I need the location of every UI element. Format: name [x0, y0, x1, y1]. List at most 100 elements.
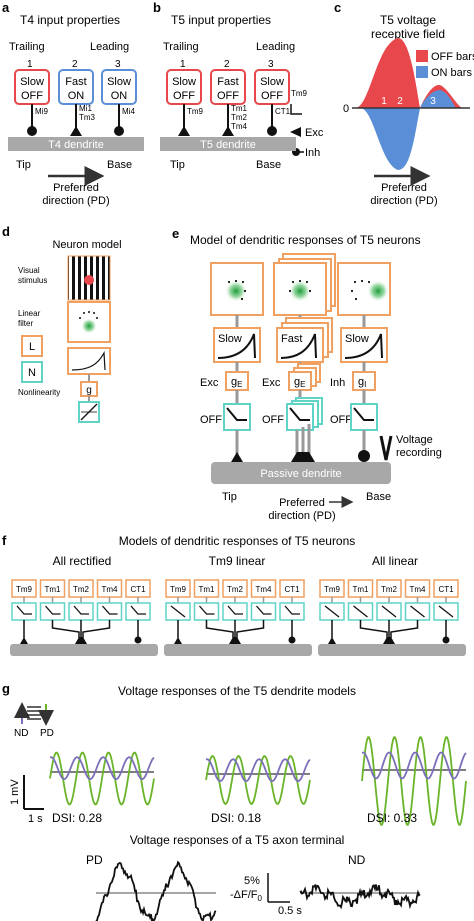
excitatory-synapse-icon [222, 126, 234, 136]
panel-b-title: T5 input properties [171, 13, 271, 27]
position-number: 2 [224, 59, 230, 70]
exc-legend: Exc [305, 127, 324, 139]
time-scale-label: 0.5 s [278, 905, 302, 917]
t4-dendrite [8, 137, 144, 151]
input-neuron-label: CT1 [275, 107, 291, 116]
dsi-label: DSI: 0.18 [211, 811, 261, 825]
linear-icon [353, 605, 368, 618]
pd-label: PD [40, 728, 54, 739]
input-box-line2: OFF [173, 90, 195, 102]
excitatory-synapse-icon [174, 637, 182, 644]
synapse-type-label: Inh [330, 377, 345, 389]
nd-label: ND [14, 728, 28, 739]
rectifier-icon [226, 407, 247, 421]
peak-label: 3 [430, 96, 436, 107]
temporal-filter-icon [71, 350, 106, 371]
input-label: CT1 [284, 585, 300, 594]
panel-a-title: T4 input properties [20, 13, 120, 27]
nd-calcium-trace [299, 883, 421, 910]
position-number: 3 [115, 59, 121, 70]
panel-g: g Voltage responses of the T5 dendrite m… [2, 681, 467, 921]
panel-f: f Models of dendritic responses of T5 ne… [2, 533, 466, 656]
on-negative-lobe [360, 108, 420, 170]
pd-label-line1: Preferred [279, 497, 325, 509]
nonlinearity-box [39, 602, 66, 621]
peak-label: 1 [381, 96, 387, 107]
nonlinearity-box [222, 602, 248, 621]
leading-label: Leading [90, 41, 129, 53]
input-neuron-label: Mi9 [35, 107, 48, 116]
input-box-line1: Fast [217, 76, 238, 88]
peak-label: 2 [397, 96, 403, 107]
excitatory-synapse-icon [178, 126, 190, 136]
t5-dendrite [160, 137, 296, 151]
input-neuron-label: Mi4 [122, 107, 135, 116]
position-number: 1 [27, 59, 33, 70]
voltage-traces [49, 736, 467, 826]
input-label: Tm4 [410, 585, 427, 594]
linear-box [21, 335, 43, 357]
rectifier-icon [73, 605, 89, 615]
conductance-label: gE [294, 376, 305, 389]
rectifier-icon [284, 605, 300, 615]
base-label: Base [256, 159, 281, 171]
excitatory-synapse-icon [20, 637, 28, 644]
input-box-line2: ON [68, 90, 85, 102]
pd-voltage-trace [49, 751, 155, 806]
on-legend-label: ON bars [431, 67, 472, 79]
temporal-filter-icon [344, 333, 383, 359]
rectifier-icon [227, 605, 243, 615]
panel-letter-d: d [2, 224, 10, 239]
off-label: OFF [262, 414, 284, 426]
dendrite [10, 644, 158, 656]
panel-letter-g: g [2, 681, 10, 696]
off-label: OFF [200, 414, 222, 426]
pd-voltage-trace [361, 736, 467, 826]
nonlinearity-box [279, 602, 305, 621]
rectifier-icon [256, 605, 272, 615]
panel-f-title: Models of dendritic responses of T5 neur… [119, 534, 356, 548]
nonlinearity-box [250, 602, 277, 621]
excitatory-synapse-icon [291, 452, 315, 462]
pd-calcium-trace [95, 860, 217, 921]
receptive-field-marker [84, 275, 94, 285]
input-label: Tm9 [170, 585, 187, 594]
temporal-filter-box [340, 327, 388, 363]
linear-icon [170, 605, 186, 618]
excitatory-synapse-icon [229, 637, 241, 644]
excitatory-synapse-icon [383, 637, 395, 644]
panel-c: c T5 voltage receptive field OFF bars ON… [334, 0, 474, 207]
panel-e: e Model of dendritic responses of T5 neu… [172, 226, 442, 522]
dendrite-label: T5 dendrite [200, 139, 256, 151]
linear-box-label: L [29, 341, 35, 353]
panel-letter-e: e [172, 226, 179, 241]
off-positive-lobe [355, 38, 420, 108]
inh-legend: Inh [305, 147, 320, 159]
tip-label: Tip [170, 159, 185, 171]
nd-voltage-trace [205, 758, 311, 783]
inhibitory-synapse-icon [442, 636, 450, 644]
nonlinearity-box [96, 602, 123, 621]
nonlinear-box-label: N [28, 367, 36, 379]
conductance-label: g [86, 385, 92, 396]
rectifier-icon [353, 407, 374, 421]
synapse-type-label: Exc [262, 377, 281, 389]
input-label: Tm9 [324, 585, 341, 594]
rectifier-icon [45, 605, 61, 615]
linear-icon [438, 605, 454, 618]
input-box-line1: Slow [107, 76, 131, 88]
nonlinearity-box [68, 602, 94, 621]
nonlinear-box [21, 361, 43, 383]
dsi-label: DSI: 0.28 [52, 811, 102, 825]
nonlinearity-label: Nonlinearity [18, 388, 60, 397]
axon-terminal-title: Voltage responses of a T5 axon terminal [130, 833, 345, 847]
panel-letter-f: f [2, 533, 7, 548]
model-title: All linear [372, 554, 418, 568]
time-scale-label: 1 s [28, 813, 43, 825]
input-label: Tm1 [45, 585, 62, 594]
